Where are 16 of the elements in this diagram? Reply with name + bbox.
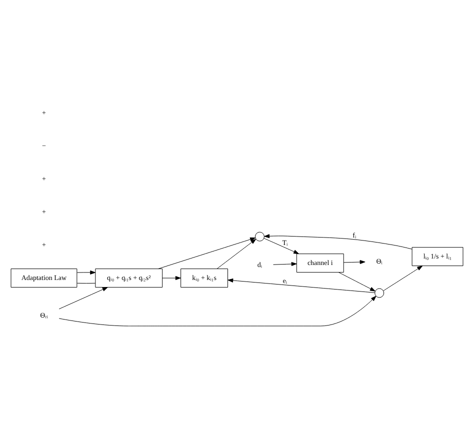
arrow: [76, 270, 96, 274]
arrow: [228, 278, 376, 292]
arrow: [273, 262, 297, 266]
arrow: [383, 265, 423, 290]
arrow: [158, 236, 256, 269]
arrow: [162, 276, 181, 280]
arrow: [264, 234, 412, 249]
arrow: [58, 295, 376, 326]
node-circle: [254, 231, 264, 241]
arrow: [216, 238, 256, 268]
arrow: [338, 272, 376, 291]
node-circle: [374, 288, 384, 298]
arrow: [343, 260, 366, 264]
arrow: [264, 238, 300, 254]
connector: [76, 282, 96, 284]
arrow: [58, 286, 108, 309]
